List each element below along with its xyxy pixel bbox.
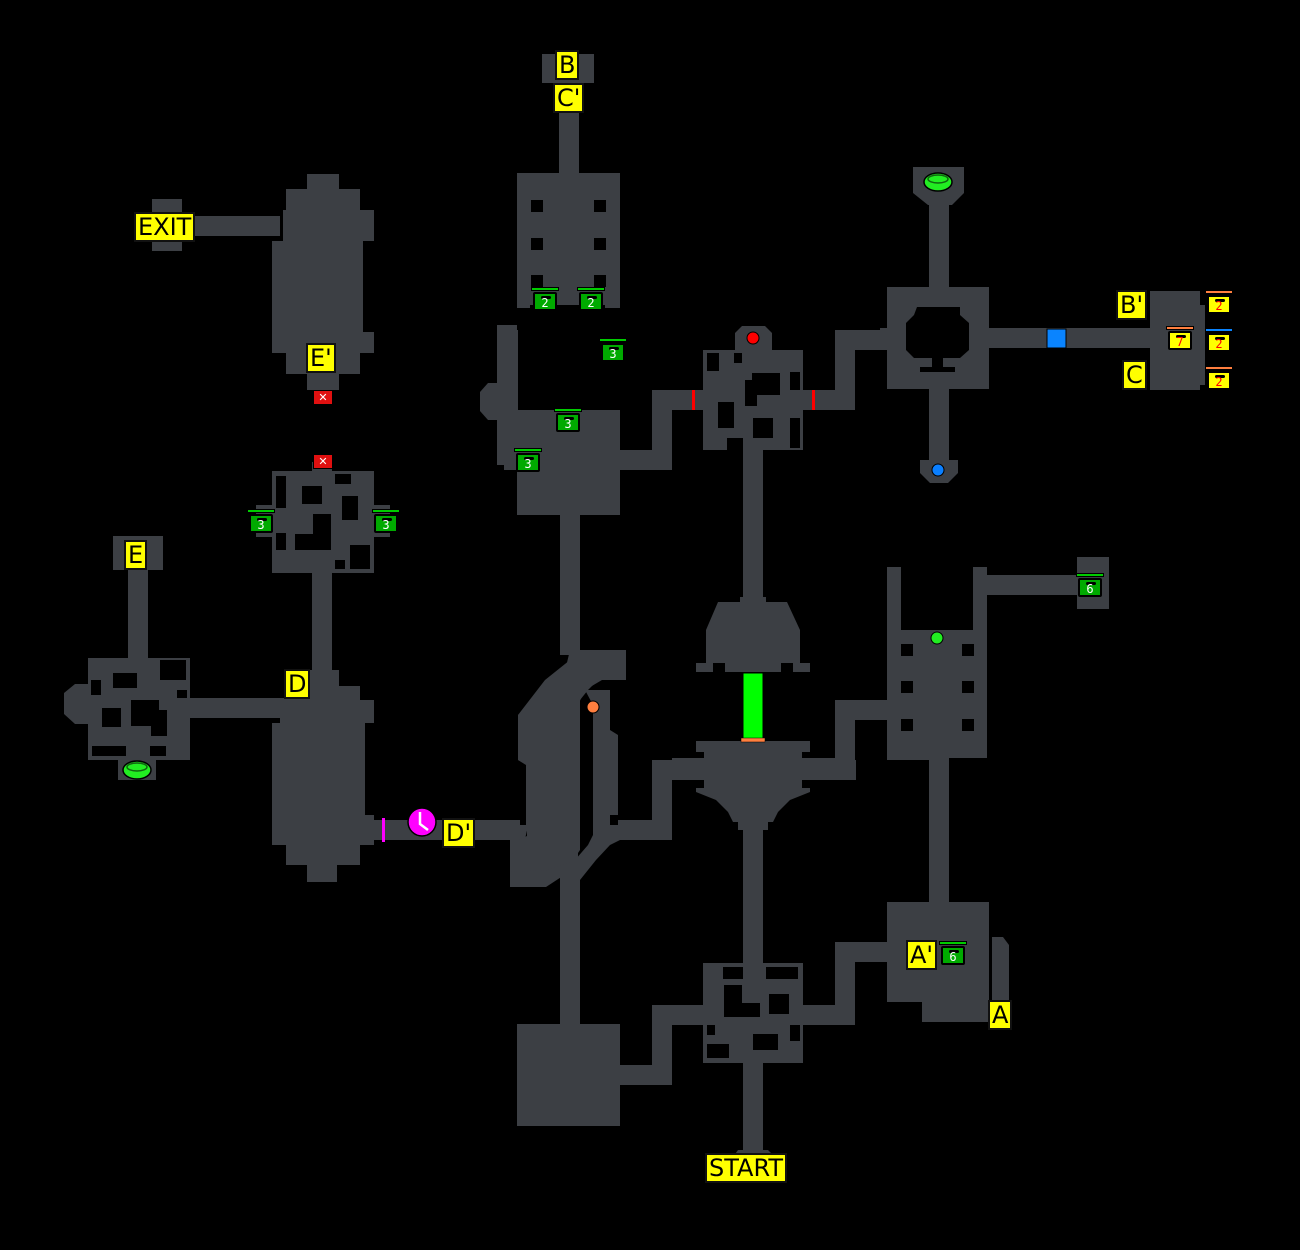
to-chest-hall	[618, 450, 672, 470]
s-bend-east-body	[560, 690, 620, 880]
treasure-chest[interactable]: 3	[372, 509, 400, 533]
chest-hall-west-spine	[504, 330, 518, 470]
e-room-west-nub	[64, 684, 90, 724]
label-exit: EXIT	[134, 212, 196, 242]
a-room	[887, 902, 989, 1002]
green-orb-switch	[930, 631, 944, 645]
label-c: C	[1122, 360, 1147, 390]
funnel-chamber	[672, 741, 836, 830]
label-d: D	[284, 669, 311, 699]
x-room-down-corridor	[312, 572, 332, 672]
treasure-chest[interactable]: 2	[531, 287, 559, 311]
label-e-prime: E'	[306, 343, 336, 373]
treasure-chest[interactable]: 6	[1076, 573, 1104, 597]
blocked-door-icon: ✕	[313, 454, 333, 469]
key-chest[interactable]: 2	[1205, 366, 1233, 390]
s-bend-east-corridor	[618, 820, 658, 840]
red-room-west-jog	[652, 390, 672, 465]
blue-block	[1046, 328, 1067, 349]
green-room-south-corridor	[929, 758, 949, 906]
label-start: START	[705, 1153, 788, 1183]
blue-orb-switch	[931, 463, 945, 477]
orange-orb-switch	[586, 700, 600, 714]
to-ring-room	[835, 330, 890, 350]
e-corridor	[128, 570, 148, 660]
treasure-chest[interactable]: 3	[247, 509, 275, 533]
wall-cutouts	[91, 200, 974, 1058]
green-room-east-corridor	[987, 575, 1077, 595]
label-e: E	[124, 540, 148, 570]
sw-east-corridor	[618, 1065, 658, 1085]
exit-corridor	[180, 216, 280, 236]
s-bend-west-body	[510, 650, 626, 872]
treasure-chest[interactable]: 2	[577, 287, 605, 311]
d-hall	[272, 670, 374, 882]
barrier-switch	[740, 737, 766, 743]
clock-icon	[407, 807, 437, 837]
start-north-corridor	[743, 820, 763, 965]
start-east-jog	[835, 942, 855, 1024]
green-orb-room	[887, 567, 987, 760]
label-a-prime: A'	[906, 940, 938, 970]
chest-hall-west-nub	[480, 383, 500, 420]
warp-pad-icon	[923, 172, 953, 192]
treasure-chest[interactable]: 3	[599, 338, 627, 362]
bell-chamber	[696, 597, 810, 672]
blocked-door-icon: ✕	[313, 390, 333, 405]
s-bend-north-corridor	[560, 510, 580, 655]
ring-east-corridor	[987, 328, 1152, 348]
warp-pad-icon	[122, 760, 152, 780]
sw-square-room	[517, 1024, 620, 1126]
s-bend-south-corridor	[560, 880, 580, 1025]
ring-north-corridor	[929, 200, 949, 290]
label-b: B	[555, 50, 580, 80]
bell-north-corridor	[743, 447, 763, 599]
exit-hall	[272, 174, 374, 390]
key-chest[interactable]: 2	[1205, 290, 1233, 314]
ring-room-ring	[906, 307, 969, 372]
label-d-prime: D'	[442, 818, 476, 848]
label-c-prime: C'	[553, 83, 585, 113]
magenta-gate	[382, 818, 385, 842]
treasure-chest[interactable]: 3	[554, 408, 582, 432]
red-gate-east	[812, 390, 815, 410]
label-a: A	[988, 1000, 1013, 1030]
to-green-room	[835, 700, 890, 720]
d-west-corridor	[188, 698, 288, 718]
ring-west-nub	[880, 328, 890, 348]
red-gate-west	[692, 390, 695, 410]
key-chest[interactable]: 2	[1205, 328, 1233, 352]
treasure-chest[interactable]: 6	[939, 941, 967, 965]
floor-layer	[64, 54, 1205, 1160]
ring-south-corridor	[929, 388, 949, 463]
green-barrier	[742, 672, 764, 740]
to-a-room	[835, 942, 890, 962]
start-corridor	[743, 1060, 763, 1160]
treasure-chest[interactable]: 3	[514, 448, 542, 472]
big-key-chest[interactable]: 7	[1166, 326, 1194, 350]
red-orb-switch	[746, 331, 760, 345]
north-corridor	[559, 108, 579, 176]
label-b-prime: B'	[1116, 290, 1148, 320]
sw-to-start-room	[652, 1005, 707, 1025]
